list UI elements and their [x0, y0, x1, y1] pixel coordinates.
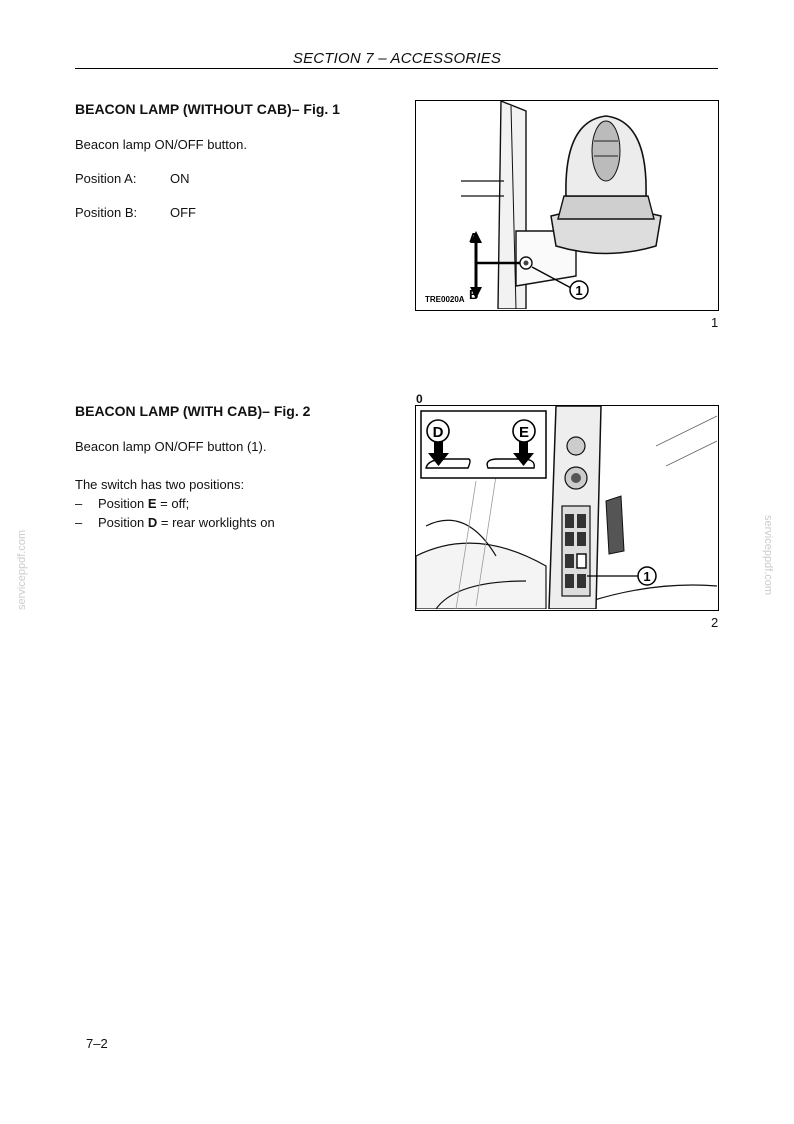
list-item-key: E: [147, 496, 157, 511]
figure-1-beacon-without-cab: 1 A B TRE0020A: [415, 100, 719, 311]
section2-intro: Beacon lamp ON/OFF button (1).: [75, 439, 267, 454]
list-item-prefix: Position: [98, 515, 148, 530]
watermark-left: serviceppdf.com: [16, 529, 28, 610]
figure-1-number: 1: [711, 315, 719, 330]
header-rule: [75, 68, 718, 69]
position-b-value: OFF: [170, 205, 196, 220]
section1-intro: Beacon lamp ON/OFF button.: [75, 137, 247, 152]
list-dash: –: [75, 515, 83, 530]
position-a-value: ON: [170, 171, 190, 186]
list-item-suffix: = rear worklights on: [157, 515, 275, 530]
figure-1-label-b: B: [469, 287, 478, 302]
list-item-key: D: [147, 515, 158, 530]
position-b-label: Position B:: [75, 205, 138, 220]
list-dash: –: [75, 496, 83, 511]
figure-1-code: TRE0020A: [425, 295, 465, 304]
figure-2-number: 2: [711, 615, 719, 630]
page-number: 7–2: [86, 1036, 108, 1051]
figure-2-callout: 1: [643, 569, 650, 584]
watermark-right: serviceppdf.com: [762, 515, 774, 596]
list-item-prefix: Position: [98, 496, 148, 511]
figure-2-corner-mark: 0: [416, 392, 423, 406]
section2-heading: BEACON LAMP (WITH CAB)– Fig. 2: [75, 403, 311, 419]
figure-1-illustration: 1 A B TRE0020A: [425, 101, 662, 310]
position-a-label: Position A:: [75, 171, 137, 186]
section1-heading: BEACON LAMP (WITHOUT CAB)– Fig. 1: [75, 101, 340, 117]
list-item-position-e: – Position E = off;: [75, 496, 189, 512]
figure-2-illustration: D E 1: [416, 406, 718, 610]
section-title: SECTION 7 – ACCESSORIES: [292, 50, 502, 67]
figure-1-callout: 1: [575, 283, 582, 298]
figure-2-beacon-with-cab: D E 1: [415, 405, 719, 611]
figure-2-label-e: E: [519, 424, 529, 441]
figure-1-label-a: A: [469, 230, 479, 245]
switch-intro: The switch has two positions:: [75, 477, 245, 492]
list-item-position-d: – Position D = rear worklights on: [75, 515, 275, 531]
figure-2-label-d: D: [433, 424, 444, 441]
list-item-suffix: = off;: [156, 496, 190, 511]
